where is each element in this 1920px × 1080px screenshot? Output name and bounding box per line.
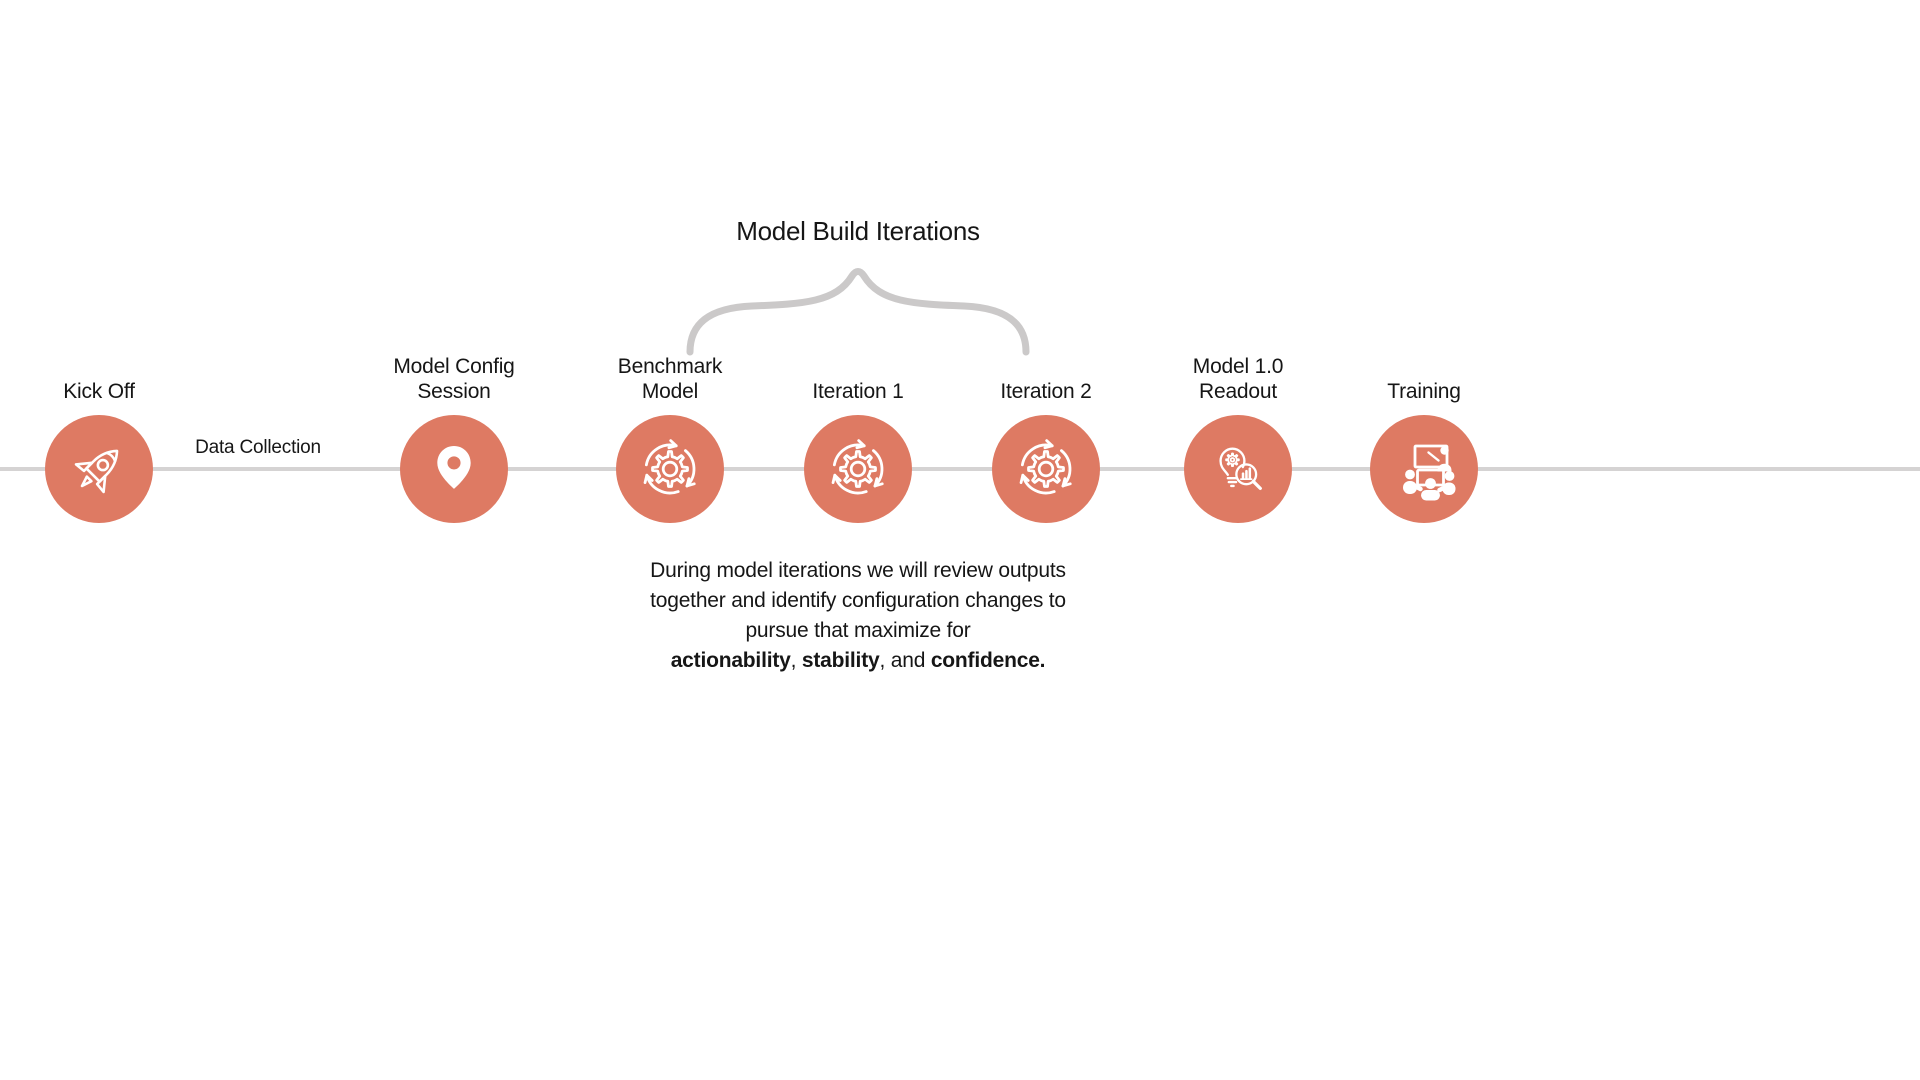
note-line: together and identify configuration chan… xyxy=(650,589,1066,612)
curly-brace xyxy=(686,268,1030,356)
note-line: actionability, stability, and confidence… xyxy=(670,649,1046,672)
gear-cycle-icon xyxy=(638,437,702,501)
gear-cycle-icon xyxy=(826,437,890,501)
node-label-model-readout: Model 1.0 Readout xyxy=(1192,355,1284,403)
lightbulb-magnifier-icon xyxy=(1219,447,1262,491)
gear-cycle-icon xyxy=(1014,437,1078,501)
node-label-model-config: Model Config Session xyxy=(393,355,515,403)
section-title: Model Build Iterations xyxy=(736,216,980,246)
timeline-node-kick-off xyxy=(45,415,153,523)
timeline-node-iteration-1 xyxy=(804,415,912,523)
timeline-node-model-readout xyxy=(1184,415,1292,523)
node-label-kick-off: Kick Off xyxy=(63,380,135,403)
node-label-training: Training xyxy=(1387,380,1461,403)
node-label-benchmark: Benchmark Model xyxy=(617,355,723,403)
node-label-iteration-2: Iteration 2 xyxy=(1000,380,1092,403)
location-pin-icon xyxy=(437,446,471,489)
note-line: pursue that maximize for xyxy=(745,619,971,642)
connector-label-data-collection: Data Collection xyxy=(195,437,321,458)
training-presentation-icon xyxy=(1403,444,1456,501)
timeline-node-iteration-2 xyxy=(992,415,1100,523)
node-label-iteration-1: Iteration 1 xyxy=(812,380,904,403)
timeline-line xyxy=(0,467,1920,471)
timeline-node-training xyxy=(1370,415,1478,523)
iterations-note: During model iterations we will review o… xyxy=(508,556,1208,676)
note-line: During model iterations we will review o… xyxy=(650,559,1066,582)
timeline-node-benchmark-model xyxy=(616,415,724,523)
timeline-node-model-config xyxy=(400,415,508,523)
rocket-icon xyxy=(74,449,119,494)
